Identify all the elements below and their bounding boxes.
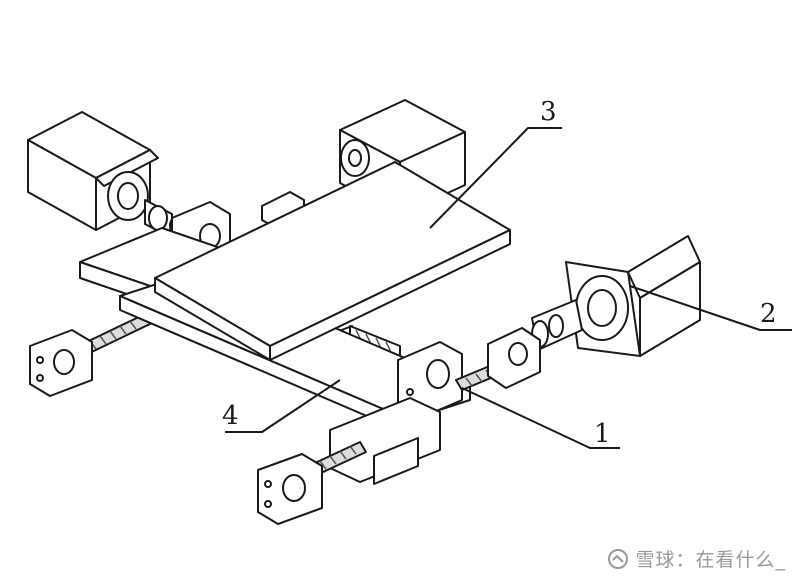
- callout-label-1: 1: [594, 419, 611, 449]
- snowball-logo-icon: [608, 548, 629, 569]
- lead-screw-left: [29, 313, 151, 397]
- motor-top-middle: [339, 99, 466, 216]
- lead-screw-right: [455, 327, 541, 391]
- motor-top-left: [27, 111, 183, 239]
- base-block-bottom: [329, 397, 441, 485]
- lead-screw-bottom: [257, 441, 367, 525]
- watermark: 雪球：在看什么_: [607, 545, 786, 572]
- callout-label-4: 4: [222, 401, 239, 431]
- leader-lines: [225, 127, 792, 449]
- watermark-text: 雪球：在看什么_: [635, 549, 786, 571]
- callout-label-3: 3: [540, 97, 557, 127]
- motor-right: [531, 235, 701, 357]
- top-plate: [154, 161, 511, 361]
- callout-label-2: 2: [760, 299, 777, 329]
